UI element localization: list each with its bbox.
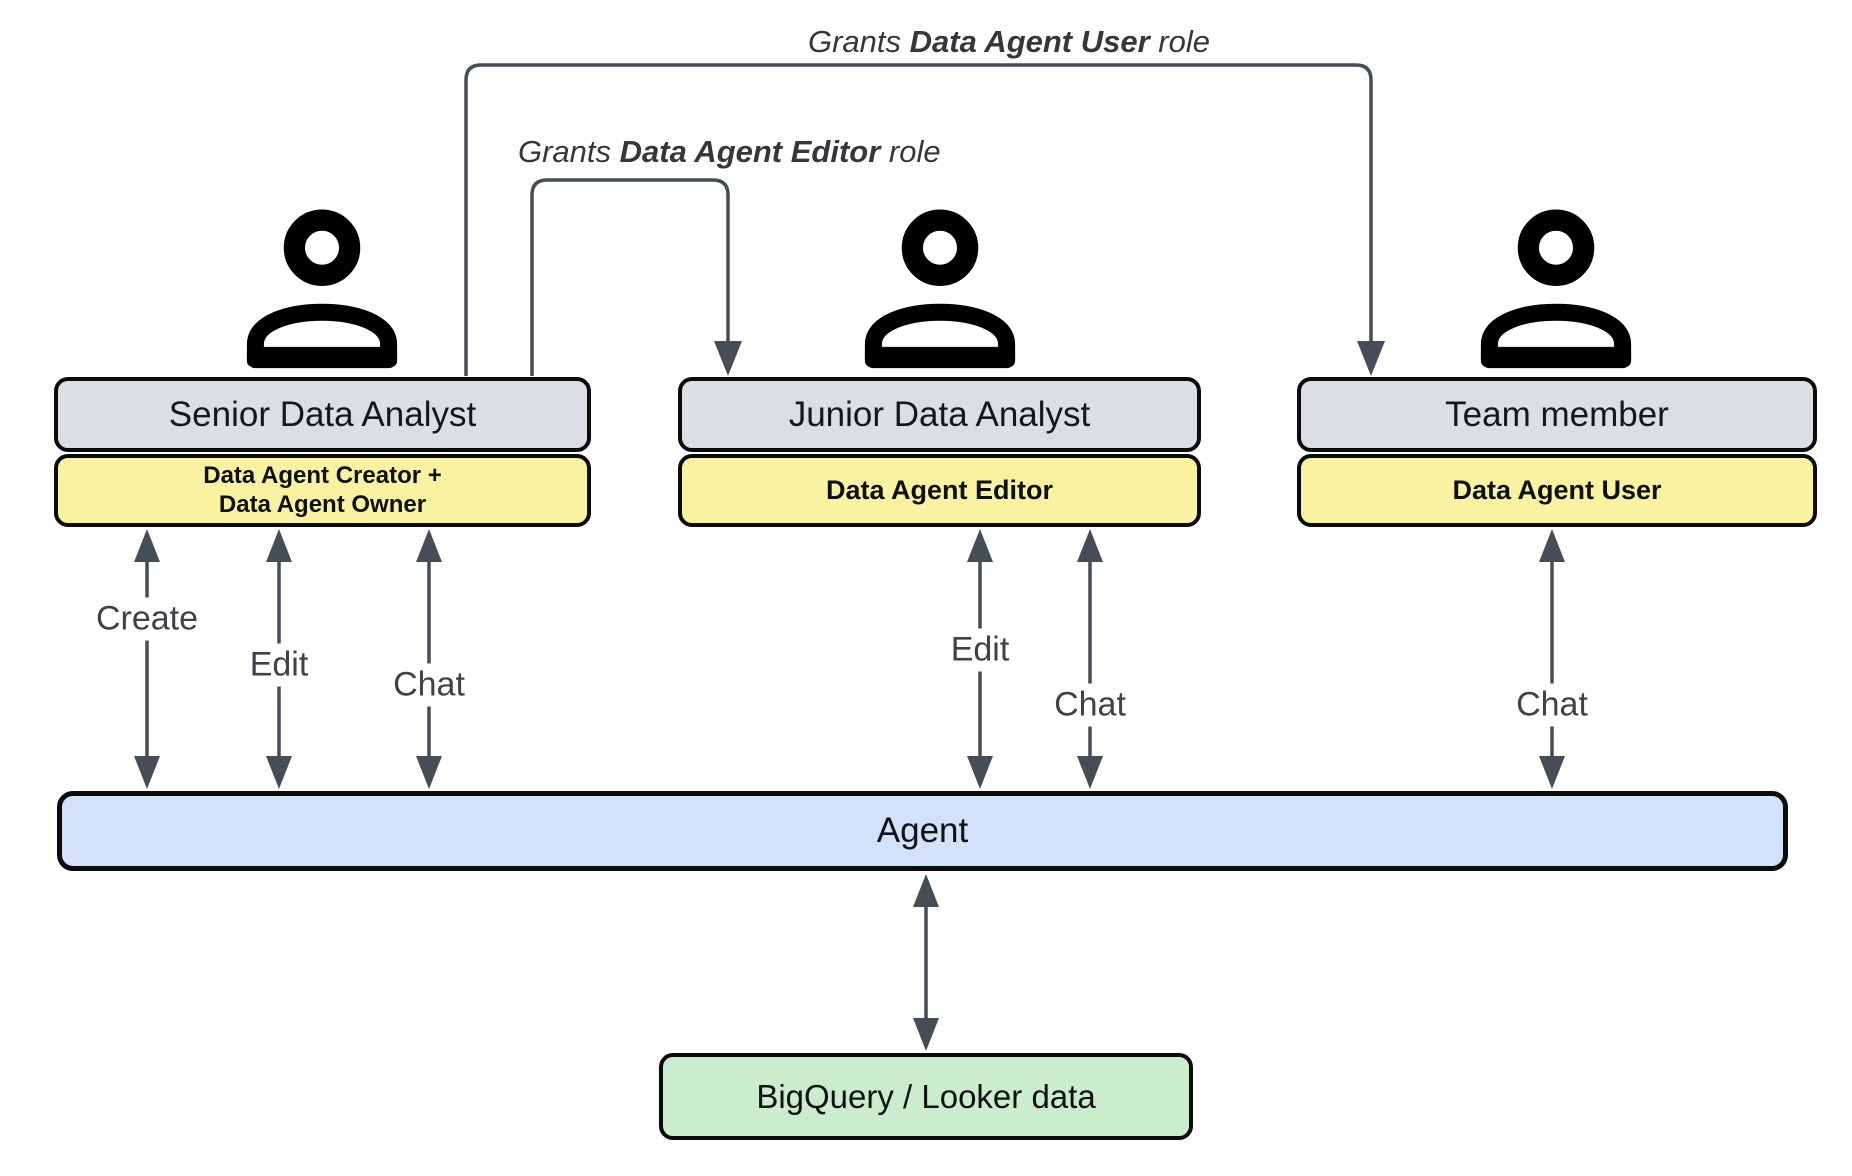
agent-bar: Agent bbox=[57, 791, 1788, 871]
grant-connectors bbox=[464, 63, 1373, 376]
team-chat-label: Chat bbox=[1510, 683, 1594, 727]
grant-editor-role: Data Agent Editor bbox=[619, 134, 881, 169]
senior-chat-label: Chat bbox=[387, 663, 471, 707]
person-icon bbox=[864, 209, 1016, 369]
agent-label: Agent bbox=[876, 811, 969, 850]
grant-user-prefix: Grants bbox=[808, 24, 910, 59]
grant-arrowheads bbox=[714, 341, 1385, 376]
senior-create-label: Create bbox=[89, 597, 205, 641]
senior-role-line-2: Data Agent Owner bbox=[218, 490, 427, 518]
team-member-title-box: Team member bbox=[1297, 377, 1817, 452]
grant-editor-suffix: role bbox=[880, 134, 941, 169]
junior-role-line-1: Data Agent Editor bbox=[825, 474, 1053, 505]
grant-editor-connector bbox=[530, 178, 730, 376]
datastore-box: BigQuery / Looker data bbox=[659, 1053, 1193, 1140]
person-icon bbox=[246, 209, 398, 369]
senior-role-line-1: Data Agent Creator + bbox=[203, 462, 442, 490]
grant-user-connector bbox=[464, 63, 1373, 376]
senior-edit-label: Edit bbox=[243, 643, 315, 687]
junior-analyst-title: Junior Data Analyst bbox=[788, 394, 1091, 434]
arrowhead-junior bbox=[714, 341, 742, 376]
senior-analyst-title-box: Senior Data Analyst bbox=[54, 377, 591, 452]
team-member-role-box: Data Agent User bbox=[1297, 454, 1817, 527]
junior-edit-label: Edit bbox=[944, 628, 1016, 672]
grant-user-label: Grants Data Agent User role bbox=[808, 24, 1210, 60]
junior-analyst-role-box: Data Agent Editor bbox=[678, 454, 1201, 527]
grant-user-role: Data Agent User bbox=[909, 24, 1150, 59]
grant-editor-prefix: Grants bbox=[518, 134, 620, 169]
action-arrowheads bbox=[134, 529, 1565, 1051]
arrowhead-team bbox=[1357, 341, 1385, 376]
datastore-label: BigQuery / Looker data bbox=[756, 1077, 1096, 1115]
team-role-line-1: Data Agent User bbox=[1452, 474, 1662, 505]
team-member-title: Team member bbox=[1445, 394, 1669, 434]
junior-analyst-title-box: Junior Data Analyst bbox=[678, 377, 1201, 452]
junior-chat-label: Chat bbox=[1048, 683, 1132, 727]
grant-user-suffix: role bbox=[1149, 24, 1210, 59]
senior-analyst-title: Senior Data Analyst bbox=[168, 394, 477, 434]
grant-editor-label: Grants Data Agent Editor role bbox=[518, 134, 941, 170]
senior-analyst-role-box: Data Agent Creator + Data Agent Owner bbox=[54, 454, 591, 527]
person-icon bbox=[1480, 209, 1632, 369]
